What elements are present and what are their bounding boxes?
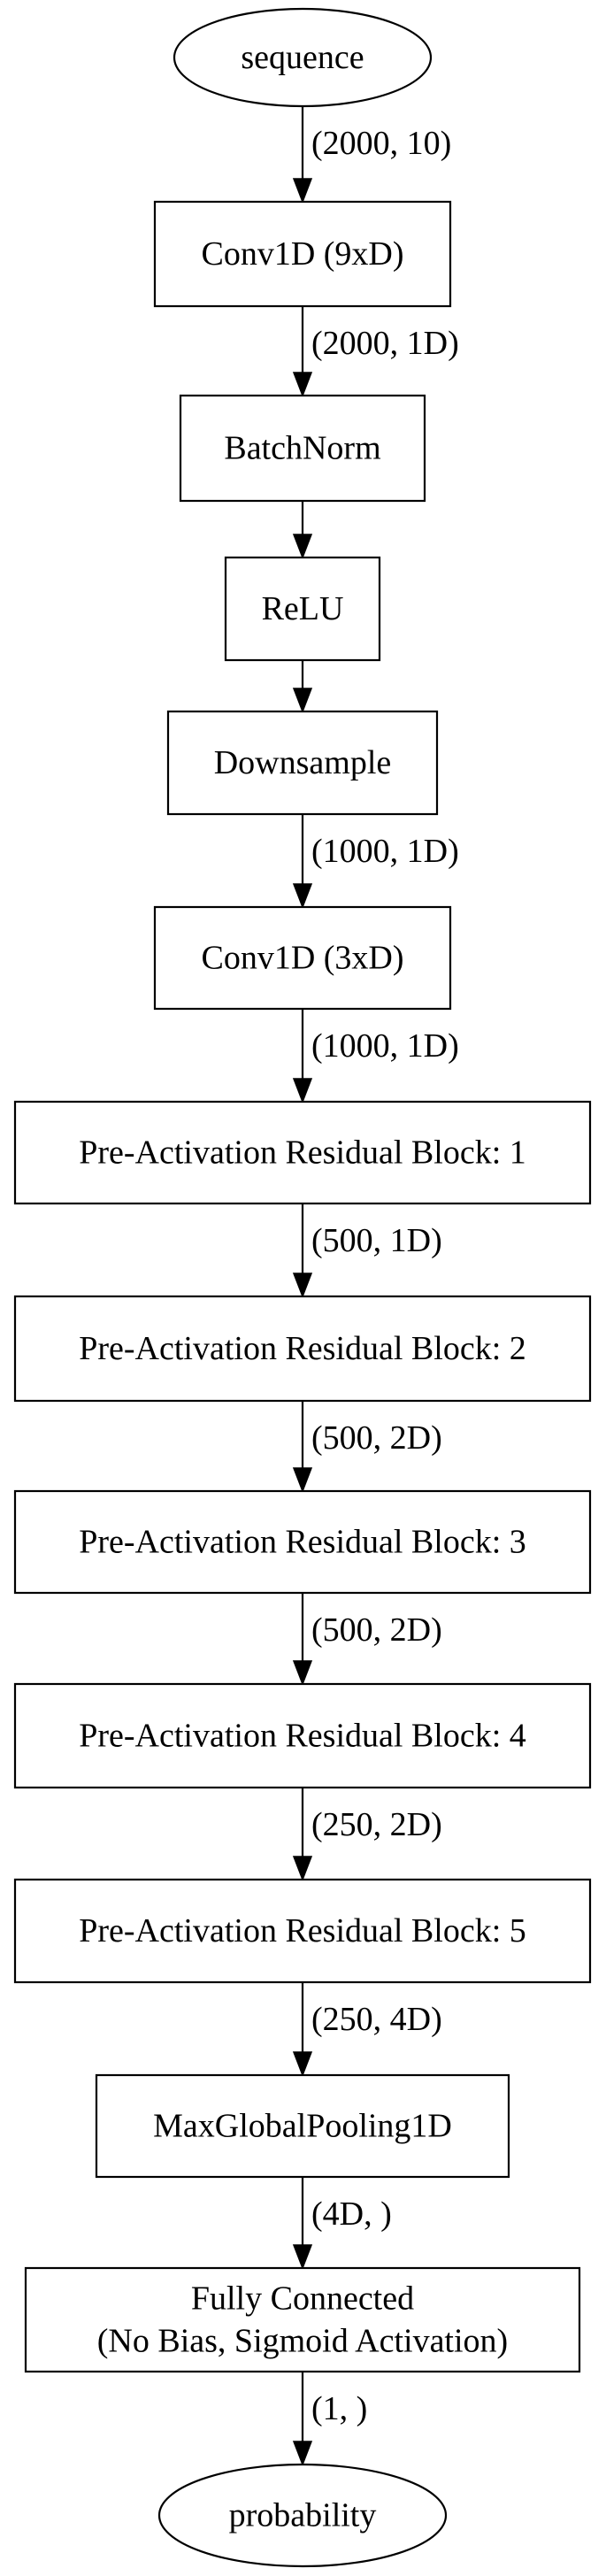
node-shape [166,710,439,816]
arrowhead-icon [292,688,313,714]
edge-shape-label: (250, 4D) [311,2001,442,2038]
node-residual-block-4: Pre-Activation Residual Block: 4 [13,1682,592,1789]
edge-sequence-to-conv1d-9xd: (2000, 10) [292,106,451,204]
node-shape [157,2463,448,2568]
node-label: Conv1D (9xD) [201,235,403,273]
arrowhead-icon [292,1660,313,1687]
arrowhead-icon [292,1856,313,1882]
node-label: (No Bias, Sigmoid Activation) [97,2323,508,2360]
edge-conv1d-9xd-to-batchnorm: (2000, 1D) [292,306,459,398]
node-max-global-pooling: MaxGlobalPooling1D [95,2073,510,2179]
node-shape [13,1100,592,1205]
edge-residual-block-4-to-residual-block-5: (250, 2D) [292,1788,442,1882]
node-residual-block-5: Pre-Activation Residual Block: 5 [13,1878,592,1984]
arrowhead-icon [292,883,313,910]
node-residual-block-3: Pre-Activation Residual Block: 3 [13,1489,592,1595]
edge-residual-block-3-to-residual-block-4: (500, 2D) [292,1593,442,1687]
edge-shape-label: (250, 2D) [311,1806,442,1843]
edge-shape-label: (1, ) [311,2390,367,2427]
arrowhead-icon [292,1078,313,1104]
node-label: MaxGlobalPooling1D [153,2108,452,2145]
edge-max-global-pooling-to-fully-connected: (4D, ) [292,2177,392,2271]
node-label: Pre-Activation Residual Block: 3 [79,1524,526,1561]
node-probability: probability [157,2463,448,2568]
edge-residual-block-2-to-residual-block-3: (500, 2D) [292,1401,442,1494]
arrowhead-icon [292,534,313,560]
node-shape [173,7,433,108]
node-label: sequence [241,39,364,76]
node-label: ReLU [262,590,344,627]
edge-shape-label: (4D, ) [311,2195,392,2233]
node-shape [13,1682,592,1789]
edge-shape-label: (500, 2D) [311,1611,442,1649]
arrowhead-icon [292,1467,313,1494]
arrowhead-icon [292,2441,313,2467]
node-shape [13,1489,592,1595]
node-shape [95,2073,510,2179]
node-conv1d-9xd: Conv1D (9xD) [153,200,452,308]
node-downsample: Downsample [166,710,439,816]
edge-shape-label: (500, 1D) [311,1222,442,1259]
arrowhead-icon [292,1273,313,1299]
node-shape [224,556,381,662]
node-shape [13,1878,592,1984]
node-fully-connected: Fully Connected (No Bias, Sigmoid Activat… [24,2266,581,2373]
node-sequence: sequence [173,7,433,108]
node-label: probability [229,2497,377,2534]
node-label: BatchNorm [224,430,380,467]
arrowhead-icon [292,2051,313,2078]
node-label: Conv1D (3xD) [201,940,403,977]
edge-shape-label: (1000, 1D) [311,1027,459,1065]
edge-shape-label: (500, 2D) [311,1419,442,1457]
edge-relu-to-downsample [292,660,313,714]
node-label: Pre-Activation Residual Block: 1 [79,1134,526,1172]
node-shape [153,905,452,1011]
node-relu: ReLU [224,556,381,662]
node-label: Pre-Activation Residual Block: 2 [79,1330,526,1367]
node-label: Pre-Activation Residual Block: 4 [79,1718,526,1755]
node-residual-block-2: Pre-Activation Residual Block: 2 [13,1295,592,1403]
node-shape [13,1295,592,1403]
edge-conv1d-3xd-to-residual-block-1: (1000, 1D) [292,1009,459,1104]
node-shape [153,200,452,308]
edge-residual-block-1-to-residual-block-2: (500, 1D) [292,1203,442,1299]
node-shape [24,2266,581,2373]
edge-shape-label: (2000, 10) [311,125,451,162]
node-label: Downsample [214,744,392,781]
node-label: Pre-Activation Residual Block: 5 [79,1912,526,1949]
node-shape [179,394,426,503]
node-label: Fully Connected [191,2280,414,2318]
node-residual-block-1: Pre-Activation Residual Block: 1 [13,1100,592,1205]
edge-downsample-to-conv1d-3xd: (1000, 1D) [292,814,459,910]
node-batchnorm: BatchNorm [179,394,426,503]
edges-layer: (2000, 10) (2000, 1D) (1000, 1D) (1000, 1D)… [292,106,459,2467]
arrowhead-icon [292,2244,313,2271]
edge-shape-label: (1000, 1D) [311,833,459,870]
node-conv1d-3xd: Conv1D (3xD) [153,905,452,1011]
arrowhead-icon [292,178,313,204]
edge-residual-block-5-to-max-global-pooling: (250, 4D) [292,1982,442,2078]
edge-shape-label: (2000, 1D) [311,325,459,362]
arrowhead-icon [292,372,313,398]
edge-fully-connected-to-probability: (1, ) [292,2372,367,2467]
edge-batchnorm-to-relu [292,501,313,560]
